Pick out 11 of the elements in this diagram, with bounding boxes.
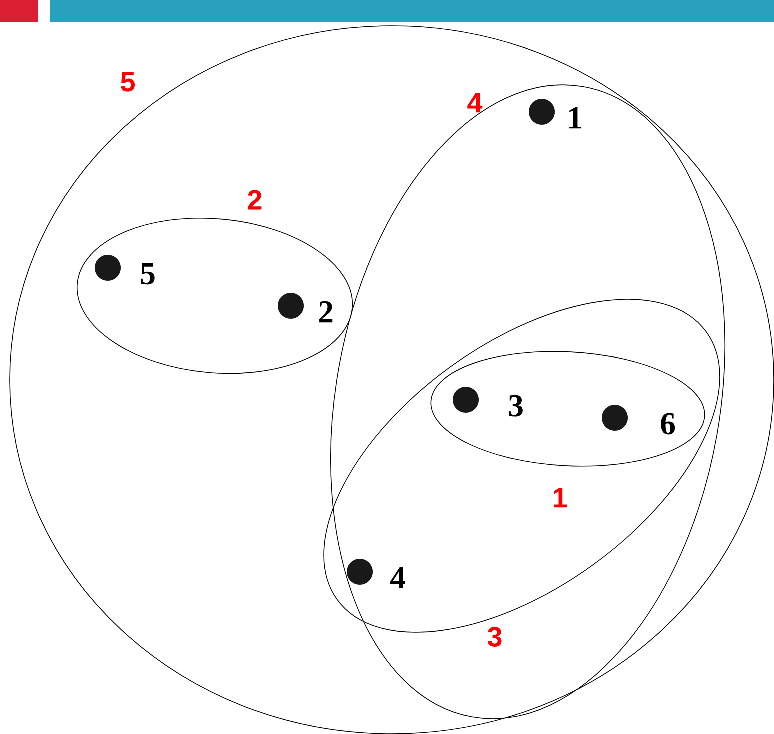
cluster-label: 3 (488, 627, 502, 647)
cluster-label: 2 (248, 190, 262, 210)
point-label: 2 (319, 301, 333, 323)
cluster-label: 5 (121, 72, 135, 92)
point-label: 5 (141, 263, 155, 285)
point-label: 1 (570, 107, 582, 129)
cluster-label: 4 (468, 93, 483, 113)
cluster-label: 1 (554, 488, 567, 508)
point-label: 3 (509, 395, 523, 417)
point-label: 6 (661, 413, 676, 435)
point-label: 4 (390, 567, 406, 589)
